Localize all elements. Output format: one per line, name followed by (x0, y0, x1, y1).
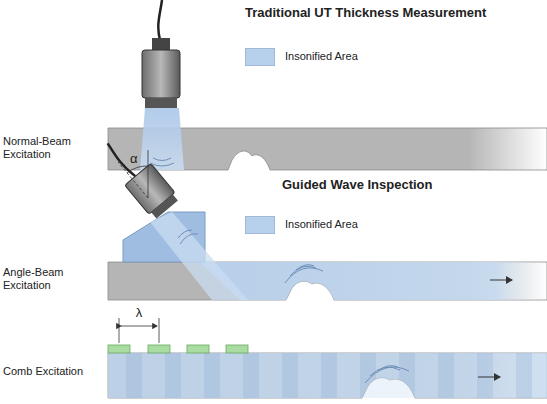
legend-swatch (245, 216, 275, 234)
section-heading: Traditional UT Thickness Measurement (245, 6, 486, 21)
row-label: Normal-Beam Excitation (3, 135, 103, 160)
section-heading: Guided Wave Inspection (282, 178, 432, 193)
row-label: Comb Excitation (3, 365, 103, 378)
row-label: Angle-Beam Excitation (3, 266, 103, 291)
symbol-label: λ (136, 306, 143, 321)
legend-text: Insonified Area (285, 50, 358, 63)
legend-text: Insonified Area (285, 218, 358, 231)
symbol-label: α (130, 152, 138, 167)
legend-swatch (245, 48, 275, 66)
